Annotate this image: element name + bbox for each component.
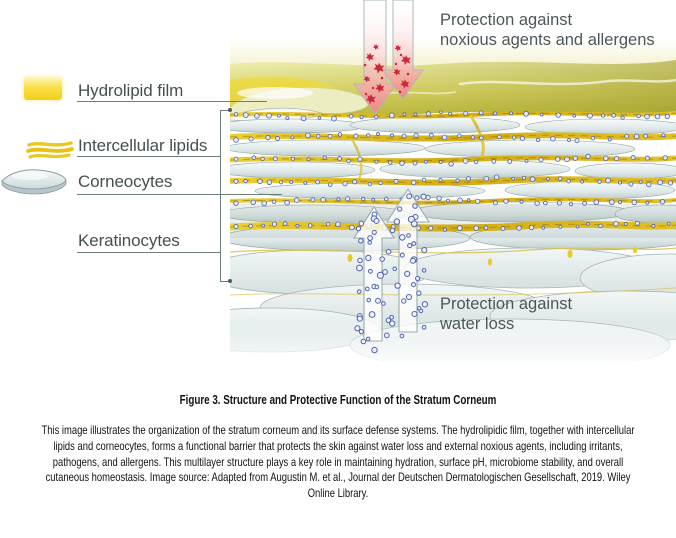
natural-moisturizing-dots <box>233 110 674 232</box>
hydrolipid-leader-line <box>77 101 267 102</box>
caption-body: This image illustrates the organization … <box>41 423 635 501</box>
skin-cross-section-illustration <box>230 0 676 365</box>
keratinocytes-leader-line <box>77 252 221 253</box>
lipid-droplets <box>347 246 638 266</box>
label-corneocytes: Corneocytes <box>78 172 173 191</box>
figure-caption: Figure 3. Structure and Protective Funct… <box>0 392 675 502</box>
film-highlight-streak <box>458 78 676 86</box>
corneocytes-leader-line <box>77 194 282 195</box>
hazard-particle-icons <box>363 44 411 105</box>
bracket-top-arm <box>220 110 230 111</box>
annotation-water-loss: Protection against water loss <box>440 294 572 334</box>
hazard-arrow-down-icons <box>353 0 424 115</box>
label-intercellular-lipids: Intercellular lipids <box>78 136 208 155</box>
annotation-noxious-agents: Protection against noxious agents and al… <box>440 10 655 50</box>
annotation-water-line1: Protection against <box>440 295 573 313</box>
intercellular-leader-line <box>77 156 221 157</box>
annotation-water-line2: water loss <box>440 315 515 333</box>
corneocyte-disc-icon <box>1 169 67 195</box>
bracket-bottom-arm <box>220 281 230 282</box>
label-hydrolipid-film: Hydrolipid film <box>78 81 184 100</box>
shadow-band <box>230 204 676 238</box>
bracket-vertical-line <box>220 110 221 282</box>
caption-title: Figure 3. Structure and Protective Funct… <box>179 393 497 407</box>
water-droplet-dots <box>354 193 429 354</box>
annotation-noxious-line2: noxious agents and allergens <box>440 31 655 49</box>
hydrolipid-film-swatch-icon <box>24 77 62 100</box>
bracket-top-pointer-dot <box>228 108 232 112</box>
film-dome-highlight <box>237 87 313 99</box>
bracket-bottom-pointer-dot <box>228 279 232 283</box>
bottom-fade <box>230 322 676 365</box>
film-highlight-streak-2 <box>379 91 456 95</box>
annotation-noxious-line1: Protection against <box>440 11 573 29</box>
label-keratinocytes: Keratinocytes <box>78 231 180 250</box>
intercellular-lipids-icon <box>26 141 74 159</box>
